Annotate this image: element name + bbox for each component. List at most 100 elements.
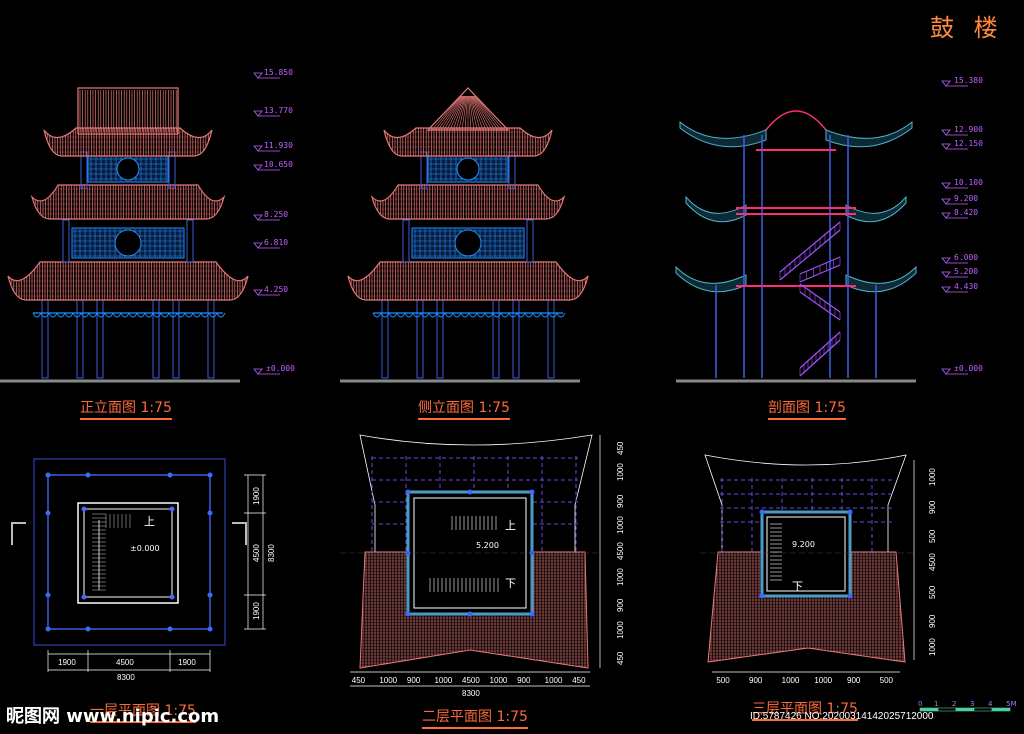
front-elevation-caption: 正立面图 1:75 [80, 397, 172, 420]
level-triangle [253, 110, 263, 117]
level-triangle [941, 129, 951, 136]
dimension-label: 900 [928, 501, 937, 515]
dimension-label: 450 [616, 441, 625, 456]
bracket [372, 312, 382, 318]
bracket [192, 312, 202, 318]
plan2-dim-total: 8300 [462, 689, 480, 698]
scale-bar-label: 0 [918, 700, 923, 708]
plan1-dim-right: 1900 [252, 487, 261, 505]
column-dot [467, 611, 473, 617]
column-dot [405, 611, 411, 617]
bracket [64, 312, 74, 318]
level-triangle [253, 289, 263, 296]
level-mark: 8.250 [264, 210, 289, 219]
plan1-dim-bottom: 4500 [116, 658, 134, 667]
bracket [548, 312, 558, 318]
bracket [396, 312, 406, 318]
column-dot [529, 489, 535, 495]
level-triangle [941, 257, 951, 264]
gable-hatch [470, 95, 481, 131]
bracket [452, 312, 462, 318]
watermark: 昵图网 www.nipic.com [6, 706, 220, 727]
bracket [48, 312, 58, 318]
bracket [412, 312, 422, 318]
level-triangle [253, 214, 263, 221]
side-elevation-caption: 侧立面图 1:75 [418, 397, 510, 420]
column-dot [85, 626, 91, 632]
bracket [136, 312, 146, 318]
plan-wall [47, 474, 211, 630]
gable-hatch [437, 95, 463, 131]
bracket [436, 312, 446, 318]
bracket [492, 312, 502, 318]
level-mark: ±0.000 [266, 364, 295, 373]
column [402, 219, 410, 263]
roof-outline [7, 261, 249, 301]
bracket [96, 312, 106, 318]
bracket [388, 312, 398, 318]
upper-roof-line [704, 454, 907, 553]
gable-hatch [449, 95, 465, 131]
bracket [404, 312, 414, 318]
scale-bar-label: 1 [934, 700, 939, 708]
bracket [524, 312, 534, 318]
column-dot [169, 594, 175, 600]
bracket [184, 312, 194, 318]
side-elevation-drawing [347, 87, 589, 379]
gable-hatch [468, 95, 475, 131]
scale-segment [991, 707, 1011, 712]
gable-hatch [455, 95, 466, 131]
bracket [556, 312, 566, 318]
dimension-label: 900 [517, 676, 531, 685]
level-triangle [941, 271, 951, 278]
upper-roof-line [359, 434, 593, 553]
column-dot [847, 593, 853, 599]
plan1-dim-right-total: 8300 [267, 544, 276, 562]
plan-outline [33, 458, 226, 646]
level-triangle [941, 182, 951, 189]
bracket [152, 312, 162, 318]
round-window [456, 157, 480, 181]
round-window [116, 157, 140, 181]
eave-profile [845, 195, 907, 223]
dimension-label: 1000 [814, 676, 833, 685]
level-mark: 10.650 [264, 160, 293, 169]
column-dot [45, 626, 51, 632]
dimension-label: 900 [928, 614, 937, 628]
scale-bar-label: 3 [970, 700, 975, 708]
level-mark: 15.380 [954, 76, 983, 85]
roof-outline [347, 261, 589, 301]
column [526, 219, 534, 263]
roof-tiles [384, 128, 552, 156]
dimension-label: 500 [928, 585, 937, 600]
column-dot [45, 592, 51, 598]
scale-bar-label: 2 [952, 700, 957, 708]
column-dot [81, 506, 87, 512]
bracket [168, 312, 178, 318]
gable-hatch [474, 95, 505, 131]
level-mark: 11.930 [264, 141, 293, 150]
bracket [112, 312, 122, 318]
plan2-caption: 二层平面图 1:75 [422, 706, 528, 729]
column [436, 299, 444, 379]
column [168, 151, 176, 189]
plan3-down-label: 下 [792, 580, 803, 593]
dimension-label: 450 [351, 676, 366, 685]
level-mark: 13.770 [264, 106, 293, 115]
eave-profile [685, 195, 747, 223]
bracket [420, 312, 430, 318]
dimension-label: 500 [879, 676, 894, 685]
gable-hatch [470, 95, 484, 131]
dimension-label: 450 [572, 676, 586, 685]
column [512, 299, 520, 379]
column-dot [759, 509, 765, 515]
eave-profile [679, 120, 767, 148]
level-triangle [941, 286, 951, 293]
column-dot [847, 509, 853, 515]
plan1-up-label: 上 [144, 515, 155, 528]
bracket [32, 312, 42, 318]
section-drawing [675, 80, 968, 378]
plan2-up-label: 上 [505, 519, 516, 532]
bracket [144, 312, 154, 318]
bracket [176, 312, 186, 318]
